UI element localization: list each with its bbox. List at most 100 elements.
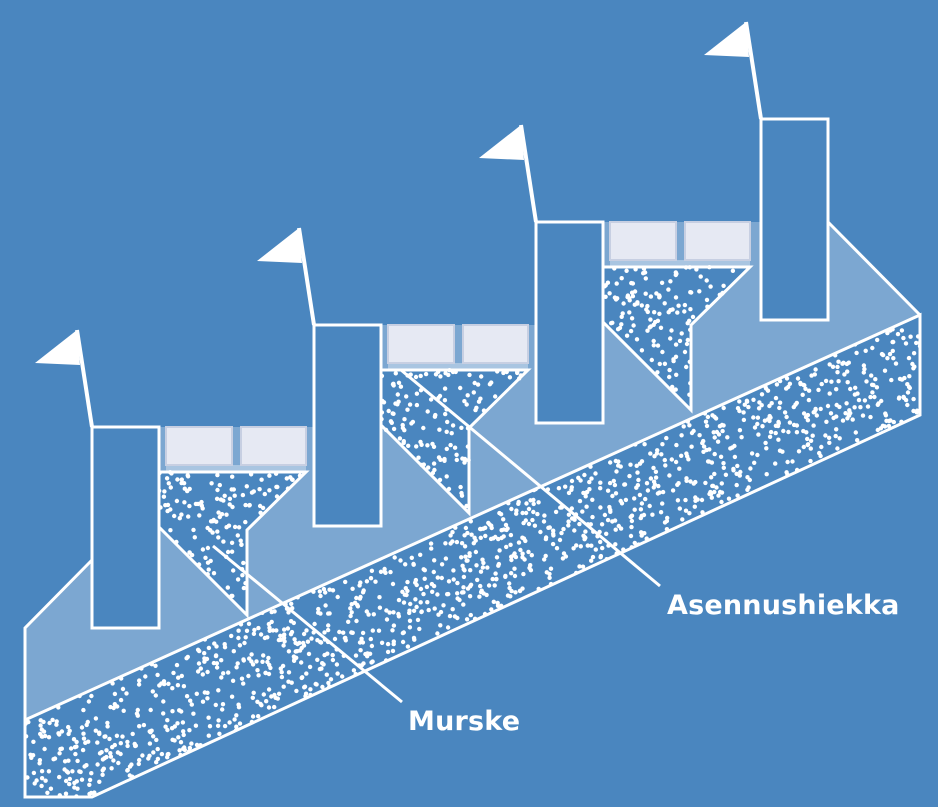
sand-grain [414, 444, 419, 449]
crushed-stone-grain [306, 651, 312, 657]
sand-grain [267, 488, 272, 493]
sand-grain [621, 301, 626, 306]
crushed-stone-grain [811, 423, 816, 428]
crushed-stone-grain [834, 387, 839, 392]
crushed-stone-grain [869, 373, 874, 378]
sand-grain [267, 473, 272, 478]
crushed-stone-grain [279, 670, 284, 675]
sand-grain [172, 513, 177, 519]
crushed-stone-grain [840, 361, 845, 366]
sand-grain [624, 268, 629, 273]
sand-grain [459, 490, 464, 496]
crushed-stone-grain [31, 770, 37, 776]
crushed-stone-grain [67, 781, 72, 787]
crushed-stone-grain [227, 720, 232, 725]
sand-grain [217, 514, 222, 520]
crushed-stone-grain [149, 728, 154, 733]
sand-grain [629, 280, 634, 286]
crushed-stone-grain [313, 681, 318, 687]
crushed-stone-grain [137, 678, 142, 683]
crushed-stone-grain [917, 344, 920, 349]
crushed-stone-grain [369, 643, 375, 649]
crushed-stone-grain [556, 486, 562, 491]
sand-grain [501, 370, 506, 376]
crushed-stone-grain [707, 447, 712, 452]
crushed-stone-grain [777, 400, 783, 405]
crushed-stone-grain [569, 487, 574, 492]
sand-grain [471, 390, 476, 395]
crushed-stone-grain [805, 442, 810, 448]
crushed-stone-grain [407, 618, 413, 623]
crushed-stone-grain [764, 446, 769, 451]
crushed-stone-grain [669, 457, 674, 462]
crushed-stone-grain [861, 370, 866, 375]
crushed-stone-grain [446, 579, 452, 584]
crushed-stone-grain [478, 583, 483, 589]
sand-grain [645, 303, 650, 309]
crushed-stone-grain [181, 684, 187, 689]
crushed-stone-grain [379, 640, 385, 645]
crushed-stone-grain [528, 498, 533, 503]
crushed-stone-grain [735, 493, 740, 498]
crushed-stone-grain [608, 460, 613, 465]
crushed-stone-grain [165, 718, 170, 723]
crushed-stone-grain [62, 759, 68, 764]
crushed-stone-grain [189, 741, 194, 746]
sand-grain [196, 562, 202, 567]
crushed-stone-grain [242, 640, 247, 646]
sand-grain [643, 291, 648, 296]
crushed-stone-grain [378, 569, 384, 574]
flag-pole-icon [519, 124, 538, 223]
crushed-stone-grain [220, 702, 226, 707]
crushed-stone-grain [632, 507, 637, 512]
crushed-stone-grain [868, 414, 873, 420]
sand-grain [472, 380, 477, 386]
sand-grain [216, 510, 221, 515]
crushed-stone-grain [794, 430, 800, 435]
crushed-stone-grain [623, 497, 629, 503]
crushed-stone-grain [89, 771, 94, 776]
crushed-stone-grain [645, 488, 651, 493]
sand-grain [216, 535, 221, 540]
crushed-stone-grain [151, 734, 156, 739]
crushed-stone-grain [639, 513, 644, 518]
crushed-stone-grain [495, 603, 501, 608]
crushed-stone-grain [613, 491, 619, 496]
crushed-stone-grain [124, 691, 129, 696]
crushed-stone-grain [616, 523, 621, 529]
sand-grain [459, 425, 464, 430]
crushed-stone-grain [883, 413, 889, 418]
sand-grain [240, 492, 246, 498]
crushed-stone-grain [747, 477, 752, 483]
crushed-stone-grain [154, 737, 159, 743]
crushed-stone-grain [684, 478, 689, 483]
crushed-stone-grain [312, 621, 317, 627]
crushed-stone-grain [390, 581, 396, 587]
crushed-stone-grain [542, 557, 547, 562]
crushed-stone-grain [757, 400, 762, 405]
sand-grain [182, 500, 187, 505]
crushed-stone-grain [256, 714, 261, 719]
crushed-stone-grain [426, 607, 431, 613]
crushed-stone-grain [689, 444, 694, 449]
crushed-stone-grain [461, 585, 466, 590]
sand-grain [625, 294, 630, 300]
crushed-stone-grain [450, 530, 455, 535]
crushed-stone-grain [316, 606, 321, 612]
sand-grain [297, 473, 303, 478]
crushed-stone-grain [737, 428, 743, 433]
sand-grain [659, 280, 665, 285]
crushed-stone-grain [516, 499, 521, 505]
crushed-stone-grain [293, 649, 298, 654]
crushed-stone-grain [107, 736, 112, 742]
crushed-stone-grain [580, 564, 586, 569]
crushed-stone-grain [352, 600, 358, 605]
crushed-stone-grain [95, 740, 100, 745]
crushed-stone-grain [72, 780, 77, 786]
crushed-stone-grain [864, 379, 869, 384]
crushed-stone-grain [659, 452, 664, 457]
crushed-stone-grain [836, 379, 841, 384]
crushed-stone-grain [155, 746, 160, 752]
crushed-stone-grain [355, 604, 361, 609]
crushed-stone-grain [852, 405, 857, 410]
